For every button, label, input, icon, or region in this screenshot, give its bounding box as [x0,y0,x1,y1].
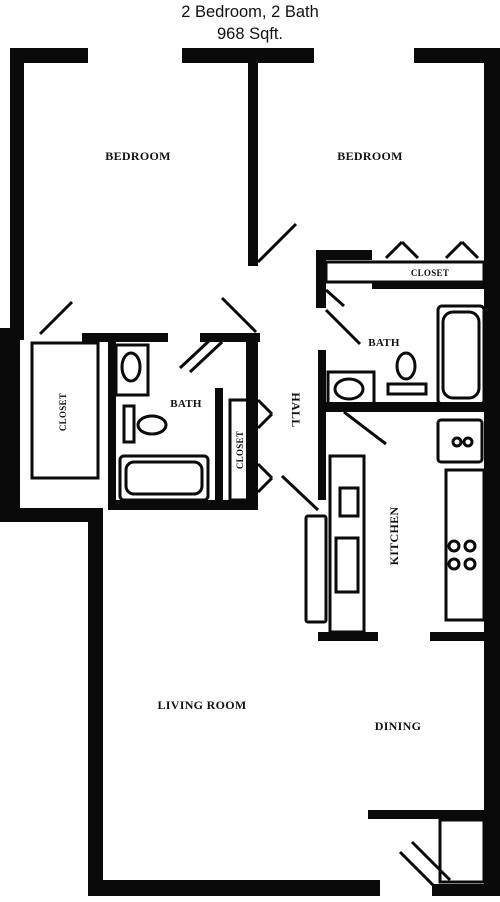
label-bedroom-right: BEDROOM [337,149,402,163]
label-bath-left: BATH [170,398,202,410]
label-bedroom-left: BEDROOM [105,149,170,163]
room-labels: BEDROOM BEDROOM CLOSET BATH CLOSET BATH … [58,149,449,733]
plan-title: 2 Bedroom, 2 Bath [181,3,319,21]
door-swings [38,222,480,894]
label-kitchen: KITCHEN [387,507,401,566]
interior-walls [82,60,484,819]
label-closet-hall: CLOSET [235,431,245,469]
fixtures [30,260,486,884]
label-hall: HALL [289,392,303,427]
label-closet-left: CLOSET [58,393,68,431]
label-bath-right: BATH [368,337,400,349]
label-dining: DINING [375,719,421,733]
label-living-room: LIVING ROOM [158,698,247,712]
exterior-walls [0,48,500,896]
plan-area: 968 Sqft. [216,25,284,43]
label-closet-top-right: CLOSET [411,268,449,278]
